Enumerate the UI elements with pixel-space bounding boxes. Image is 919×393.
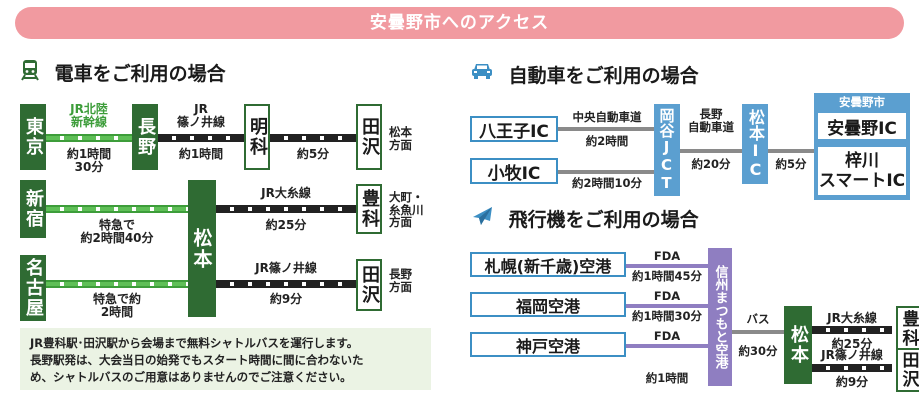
time-nagoya-matsumoto: 特急で約 2時間 <box>92 292 141 319</box>
label-jr-shinonoi-1: JR 篠ノ井線 <box>176 102 225 129</box>
time-hachioji-okaya: 約2時間 <box>585 134 629 148</box>
plane-station-matsumoto: 松本 <box>784 306 812 384</box>
road-chuo-1 <box>558 127 654 131</box>
ic-komaki: 小牧IC <box>470 158 558 184</box>
station-nagano: 長野 <box>132 104 158 170</box>
line-shinonoi-2 <box>216 280 356 288</box>
dir-nagano: 長野 方面 <box>389 267 412 294</box>
line-chuo-nagoya <box>46 280 188 288</box>
time-shinjuku-matsumoto: 特急で 約2時間40分 <box>80 218 154 245</box>
time-bus: 約30分 <box>738 344 778 358</box>
car-icon <box>470 61 494 86</box>
airport-kobe: 神戸空港 <box>470 332 626 357</box>
plane-line-shinonoi <box>812 364 892 372</box>
route-sapporo <box>626 264 708 268</box>
dir-matsumoto: 松本 方面 <box>389 125 412 152</box>
shuttle-note: JR豊科駅･田沢駅から会場まで無料シャトルバスを運行します。 長野駅発は、大会当… <box>20 328 431 390</box>
train-icon <box>20 59 40 86</box>
label-bus: バス <box>746 312 770 326</box>
road-nagano-exp <box>680 149 742 153</box>
plane-heading: 飛行機をご利用の場合 <box>508 209 699 231</box>
time-tokyo-nagano: 約1時間 30分 <box>66 147 112 174</box>
ic-hachioji: 八王子IC <box>470 116 558 142</box>
train-heading-row: 電車をご利用の場合 <box>20 59 226 86</box>
plane-time-toyoshina: 約25分 <box>831 337 873 351</box>
ic-azumino: 安曇野IC <box>818 113 906 139</box>
ic-azusagawa: 梓川 スマートIC <box>818 147 906 195</box>
dir-omachi: 大町・ 糸魚川 方面 <box>389 190 424 229</box>
time-kobe: 約1時間 <box>645 371 689 385</box>
label-azumino-city: 安曇野市 <box>839 95 885 109</box>
jct-okaya: 岡谷JCT <box>654 104 680 196</box>
time-meika-tazawa: 約5分 <box>296 147 330 161</box>
access-banner: 安曇野市へのアクセス <box>15 7 904 39</box>
airport-shinshu-matsumoto: 信州まつもと空港 <box>708 248 732 386</box>
time-sapporo: 約1時間45分 <box>631 269 702 283</box>
car-heading: 自動車をご利用の場合 <box>508 65 699 87</box>
plane-label-jr-oito: JR大糸線 <box>827 311 877 325</box>
line-hokuriku <box>46 134 132 142</box>
station-matsumoto: 松本 <box>188 180 216 317</box>
line-chuo-shinjuku <box>46 205 188 213</box>
road-chuo-2 <box>558 170 654 174</box>
station-tokyo: 東京 <box>20 104 46 170</box>
station-nagoya: 名古屋 <box>20 255 46 321</box>
airport-fukuoka: 福岡空港 <box>470 292 626 317</box>
plane-station-toyoshina: 豊科 <box>896 306 919 352</box>
route-fukuoka <box>626 304 708 308</box>
label-chuo: 中央自動車道 <box>572 110 642 124</box>
plane-line-oito <box>812 326 892 334</box>
station-toyoshina: 豊科 <box>356 184 382 234</box>
plane-station-tazawa: 田沢 <box>896 348 919 392</box>
line-shinonoi-1 <box>158 134 244 142</box>
label-fda-3: FDA <box>653 329 681 343</box>
station-tazawa-2: 田沢 <box>356 259 382 311</box>
station-meika: 明科 <box>244 104 270 170</box>
airplane-icon <box>470 205 494 232</box>
station-tazawa-1: 田沢 <box>356 104 382 170</box>
road-matsumoto-azumino <box>768 149 814 153</box>
time-matsumoto-toyoshina: 約25分 <box>265 218 307 232</box>
car-heading-row: 自動車をご利用の場合 <box>470 61 699 88</box>
route-kobe <box>626 344 708 348</box>
time-fukuoka: 約1時間30分 <box>631 309 702 323</box>
station-shinjuku: 新宿 <box>20 180 46 238</box>
label-fda-1: FDA <box>653 249 681 263</box>
plane-label-jr-shinonoi: JR篠ノ井線 <box>821 348 883 362</box>
label-jr-oito: JR大糸線 <box>261 186 311 200</box>
plane-time-tazawa: 約9分 <box>835 375 869 389</box>
line-meika-tazawa <box>270 134 356 142</box>
route-bus <box>732 330 784 334</box>
plane-heading-row: 飛行機をご利用の場合 <box>470 205 699 232</box>
time-komaki-okaya: 約2時間10分 <box>571 176 642 190</box>
time-matsumoto-azumino: 約5分 <box>775 157 807 171</box>
label-jr-hokuriku: JR北陸 新幹線 <box>70 102 108 129</box>
airport-sapporo: 札幌(新千歳)空港 <box>470 252 626 277</box>
time-okaya-matsumoto: 約20分 <box>691 157 731 171</box>
time-matsumoto-tazawa: 約9分 <box>269 292 303 306</box>
label-nagano-exp: 長野 自動車道 <box>688 107 734 134</box>
label-fda-2: FDA <box>653 289 681 303</box>
ic-matsumoto: 松本IC <box>742 104 768 184</box>
train-heading: 電車をご利用の場合 <box>54 63 226 85</box>
label-jr-shinonoi-2: JR篠ノ井線 <box>255 261 317 275</box>
time-nagano-meika: 約1時間 <box>178 147 224 161</box>
line-oito <box>216 205 356 213</box>
